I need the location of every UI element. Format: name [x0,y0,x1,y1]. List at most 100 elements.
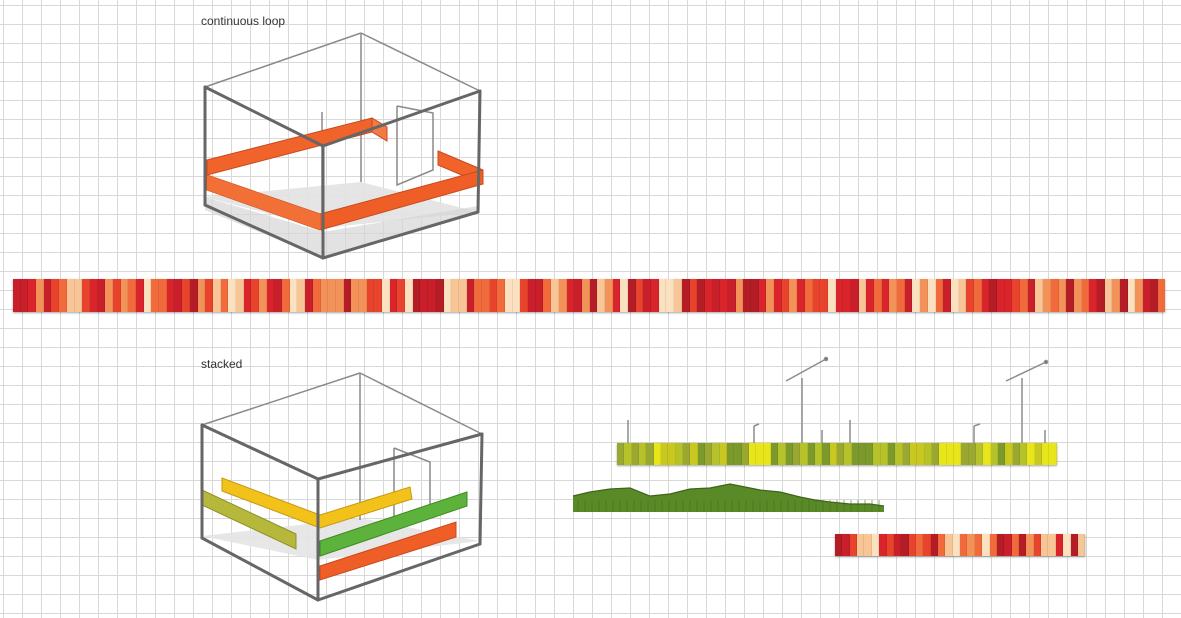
strip-segment [778,443,786,465]
strip-segment [435,279,444,312]
strip-segment [1035,279,1044,312]
strip-segment [289,279,298,312]
stacked-room [200,372,484,602]
strip-segment [915,534,924,556]
strip-segment [952,534,961,556]
strip-segment [766,279,775,312]
green-terrain-strip [572,483,885,512]
strip-segment [646,443,654,465]
strip-segment [902,443,911,465]
continuous-loop-label: continuous loop [201,14,286,28]
strip-segment [901,534,909,556]
strip-segment [474,279,482,312]
strip-segment [774,279,782,312]
strip-segment [704,279,713,312]
strip-segment [763,443,771,465]
strip-segment [923,534,931,556]
yellow-green-color-strip [617,443,1057,465]
strip-segment [807,443,815,465]
strip-segment [1050,279,1059,312]
strip-segment [312,279,321,312]
strip-segment [351,279,359,312]
strip-segment [789,279,798,312]
strip-segment [358,279,367,312]
strip-segment [97,279,106,312]
strip-segment [904,279,913,312]
strip-segment [681,279,690,312]
strip-segment [366,279,375,312]
strip-segment [251,279,259,312]
strip-segment [897,279,905,312]
strip-segment [998,443,1006,465]
strip-segment [889,279,898,312]
strip-segment [844,443,852,465]
strip-segment [734,443,742,465]
strip-segment [888,443,896,465]
strip-segment [59,279,67,312]
strip-segment [976,443,984,465]
strip-segment [128,279,136,312]
strip-segment [1077,534,1085,556]
strip-segment [274,279,283,312]
strip-segment [982,534,990,556]
strip-segment [212,279,221,312]
strip-segment [420,279,429,312]
strip-segment [1096,279,1105,312]
strip-segment [443,279,452,312]
strip-segment [924,443,933,465]
strip-segment [893,534,902,556]
strip-segment [205,279,213,312]
strip-segment [835,534,843,556]
stacked-orange-band [319,521,457,581]
lamp-posts [627,356,1049,444]
strip-segment [879,534,887,556]
strip-segment [1089,279,1097,312]
strip-segment [1143,279,1151,312]
strip-segment [643,279,652,312]
strip-segment [873,443,881,465]
strip-segment [617,443,625,465]
strip-segment [886,534,894,556]
strip-segment [785,443,793,465]
strip-segment [866,443,874,465]
continuous-orange-band [206,117,484,231]
strip-segment [1026,534,1034,556]
strip-segment [720,279,728,312]
strip-segment [697,279,705,312]
strip-segment [812,279,821,312]
strip-segment [243,279,252,312]
strip-segment [320,279,329,312]
strip-segment [151,279,160,312]
strip-segment [412,279,421,312]
strip-segment [1120,279,1128,312]
strip-segment [458,279,467,312]
strip-segment [866,279,874,312]
strip-segment [520,279,529,312]
strip-segment [543,279,552,312]
strip-segment [581,279,590,312]
strip-segment [182,279,190,312]
strip-segment [397,279,406,312]
strip-segment [814,443,823,465]
strip-segment [668,443,676,465]
strip-segment [674,279,682,312]
strip-segment [428,279,436,312]
strip-segment [756,443,764,465]
strip-segment [551,279,559,312]
strip-segment [1127,279,1136,312]
strip-segment [895,443,903,465]
strip-segment [945,534,953,556]
strip-segment [82,279,90,312]
room-floor [205,182,478,228]
strip-segment [797,279,805,312]
strip-segment [727,279,736,312]
strip-segment [946,443,955,465]
strip-segment [1150,279,1159,312]
strip-segment [89,279,98,312]
strip-segment [827,279,836,312]
strip-segment [881,279,890,312]
strip-segment [1066,279,1074,312]
strip-segment [235,279,244,312]
strip-segment [908,534,916,556]
